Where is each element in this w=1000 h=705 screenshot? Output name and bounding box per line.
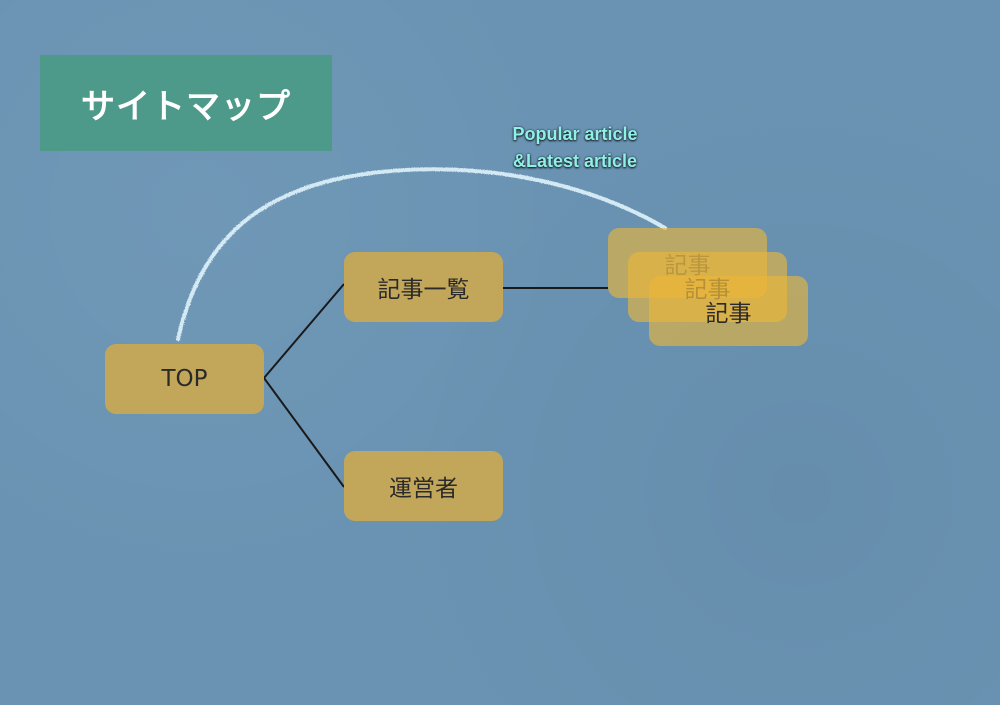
connector-top-to-operator xyxy=(263,377,345,488)
node-article-3[interactable]: 記事 xyxy=(649,276,808,346)
title-box: サイトマップ xyxy=(40,55,332,151)
connector-top-to-list xyxy=(263,283,345,379)
annotation-line-1: Popular article xyxy=(512,124,638,144)
annotation-line-2: &Latest article xyxy=(512,151,638,171)
chalk-curve xyxy=(176,167,667,341)
node-operator[interactable]: 運営者 xyxy=(344,451,503,521)
page-title: サイトマップ xyxy=(81,86,291,127)
node-top-label: TOP xyxy=(161,366,208,392)
node-operator-label: 運営者 xyxy=(389,476,458,502)
annotation-label: Popular article &Latest article xyxy=(495,121,655,175)
node-article-list-label: 記事一覧 xyxy=(377,277,470,303)
node-article-3-label: 記事 xyxy=(705,301,752,327)
node-article-list[interactable]: 記事一覧 xyxy=(344,252,503,322)
node-top[interactable]: TOP xyxy=(105,344,264,414)
